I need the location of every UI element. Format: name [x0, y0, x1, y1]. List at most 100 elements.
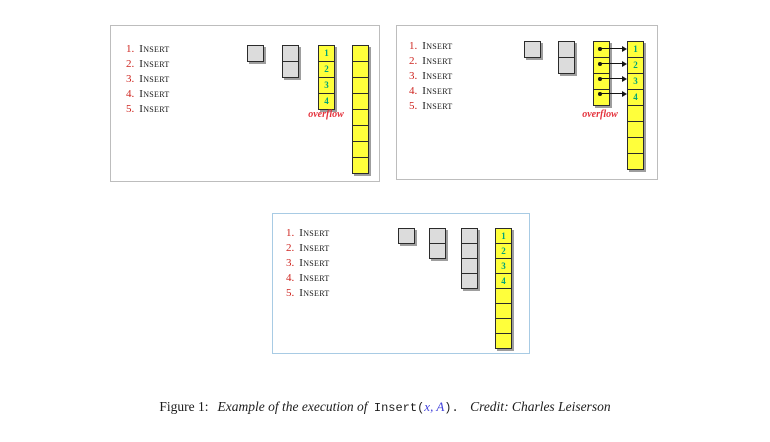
insert-step: 5. Insert [286, 286, 330, 301]
insert-step: 3. Insert [126, 72, 170, 87]
insert-step-list: 1.Insert 2.Insert 3.Insert 4.Insert 5.In… [409, 39, 453, 114]
table-cell: 2 [319, 61, 334, 77]
step-label: Insert [422, 85, 453, 97]
table-size-8-new: 1 2 3 4 [627, 41, 644, 170]
step-number: 3. [286, 257, 295, 269]
table-cell: 1 [496, 229, 511, 243]
table-cell [353, 141, 368, 157]
caption-figure-number: Figure 1: [159, 399, 209, 414]
table-cell: 4 [319, 93, 334, 109]
insert-step: 1.Insert [286, 226, 330, 241]
item-label: 2 [324, 64, 329, 74]
item-label: 2 [501, 245, 506, 256]
step-number: 5. [126, 103, 135, 115]
table-cell [628, 137, 643, 153]
step-label: Insert [422, 55, 453, 67]
step-label: Insert [299, 287, 330, 299]
insert-step: 1.Insert [409, 39, 453, 54]
table-size-1 [524, 41, 541, 58]
item-label: 4 [501, 275, 506, 286]
arrow-shaft [600, 47, 625, 50]
table-cell [430, 243, 445, 258]
table-cell [353, 93, 368, 109]
step-label: Insert [139, 73, 170, 85]
step-number: 4. [409, 85, 418, 97]
insert-step: 2.Insert [286, 241, 330, 256]
figure-caption: Figure 1: Example of the execution of Ins… [0, 399, 770, 415]
table-cell [559, 42, 574, 57]
table-cell: 3 [628, 73, 643, 89]
step-label: Insert [422, 70, 453, 82]
caption-code-args: x, A [424, 399, 445, 414]
insert-step: 5.Insert [409, 99, 453, 114]
table-size-4-old [461, 228, 478, 289]
item-label: 3 [324, 80, 329, 90]
caption-code-open: Insert( [373, 401, 425, 415]
caption-credit: Credit: Charles Leiserson [470, 399, 611, 414]
insert-step: 5. Insert [126, 102, 170, 117]
caption-body: Example of the execution of [217, 399, 368, 414]
step-number: 1. [286, 227, 295, 239]
insert-step: 1.Insert [126, 42, 170, 57]
step-number: 1. [409, 40, 418, 52]
insert-step: 3. Insert [409, 69, 453, 84]
item-label: 1 [324, 48, 329, 58]
table-cell: 1 [628, 42, 643, 57]
table-cell [462, 243, 477, 258]
table-cell [496, 333, 511, 348]
item-label: 4 [633, 92, 638, 102]
step-label: Insert [139, 43, 170, 55]
table-cell [283, 46, 298, 61]
insert-step: 2.Insert [126, 57, 170, 72]
step-number: 2. [126, 58, 135, 70]
table-cell: 3 [496, 258, 511, 273]
table-cell [525, 42, 540, 57]
step-number: 5. [286, 287, 295, 299]
insert-step-list: 1.Insert 2.Insert 3. Insert 4. Insert 5. In… [286, 226, 330, 301]
table-size-8-current: 1 2 3 4 [495, 228, 512, 349]
table-cell [496, 318, 511, 333]
step-number: 3. [409, 70, 418, 82]
insert-step: 3. Insert [286, 256, 330, 271]
table-cell [283, 61, 298, 77]
table-cell: 2 [628, 57, 643, 73]
table-size-2 [282, 45, 299, 78]
insert-step: 4. Insert [286, 271, 330, 286]
table-cell [594, 73, 609, 89]
table-cell: 2 [496, 243, 511, 258]
item-label: 1 [633, 44, 638, 54]
table-size-8-empty [352, 45, 369, 174]
item-label: 3 [633, 76, 638, 86]
table-cell [353, 109, 368, 125]
arrow-head-icon [622, 45, 627, 52]
table-cell [462, 258, 477, 273]
step-label: Insert [139, 103, 170, 115]
table-size-1 [247, 45, 264, 62]
step-number: 4. [286, 272, 295, 284]
step-label: Insert [299, 272, 330, 284]
copy-arrow [598, 45, 627, 52]
step-number: 2. [409, 55, 418, 67]
table-size-2 [429, 228, 446, 259]
table-size-4-old [593, 41, 610, 106]
table-cell: 1 [319, 46, 334, 61]
step-number: 3. [126, 73, 135, 85]
step-label: Insert [422, 100, 453, 112]
step-number: 4. [126, 88, 135, 100]
step-label: Insert [299, 257, 330, 269]
table-cell [248, 46, 263, 61]
insert-step-list: 1.Insert 2.Insert 3. Insert 4. Insert 5. In… [126, 42, 170, 117]
item-label: 4 [324, 96, 329, 106]
overflow-label: overflow [582, 109, 618, 120]
item-label: 1 [501, 230, 506, 241]
table-cell [353, 125, 368, 141]
panel-after-doubling: 1.Insert 2.Insert 3. Insert 4. Insert 5. In… [272, 213, 530, 354]
arrow-head-icon [622, 60, 627, 67]
panel-insert-overflow: 1.Insert 2.Insert 3. Insert 4. Insert 5. In… [110, 25, 380, 182]
copy-arrow [598, 75, 627, 82]
arrow-head-icon [622, 90, 627, 97]
table-cell [353, 157, 368, 173]
table-cell [496, 303, 511, 318]
table-size-4-full: 1 2 3 4 [318, 45, 335, 110]
